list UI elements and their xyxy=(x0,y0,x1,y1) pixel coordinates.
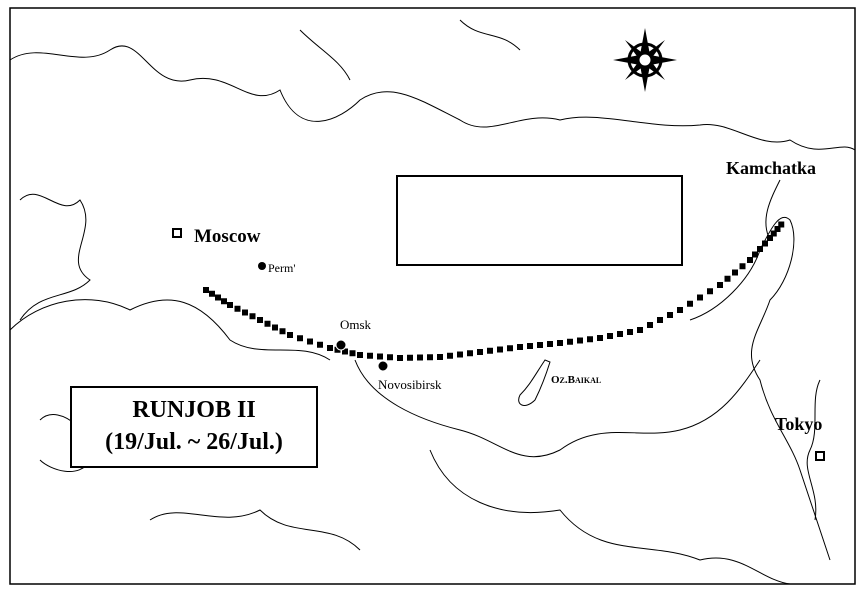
trajectory-point xyxy=(242,309,248,316)
title-box: RUNJOB II (19/Jul. ~ 26/Jul.) xyxy=(70,386,318,468)
label-baikal: Oz.Baikal xyxy=(551,374,602,386)
map-frame xyxy=(9,7,856,585)
trajectory-point xyxy=(677,307,683,313)
trajectory-point xyxy=(517,344,523,350)
trajectory-point xyxy=(221,298,227,305)
trajectory-point xyxy=(203,287,209,293)
trajectory-point xyxy=(527,343,533,349)
trajectory-point xyxy=(637,327,643,333)
trajectory-point xyxy=(597,335,603,341)
trajectory-point xyxy=(264,320,271,327)
trajectory-point xyxy=(537,342,543,348)
trajectory-point xyxy=(587,336,593,343)
trajectory-point xyxy=(762,240,768,247)
trajectory-point xyxy=(447,352,453,359)
trajectory-point xyxy=(215,294,221,301)
trajectory-point xyxy=(342,348,348,355)
trajectory-point xyxy=(257,317,263,323)
trajectory-point xyxy=(317,341,323,348)
trajectory-point xyxy=(357,352,363,358)
city-marker-icon xyxy=(335,339,347,351)
coastlines xyxy=(9,19,856,585)
trajectory-point xyxy=(467,350,473,357)
label-tokyo: Tokyo xyxy=(775,414,823,434)
trajectory-point xyxy=(234,305,241,312)
city-marker-icon xyxy=(258,262,266,270)
trajectory-point xyxy=(667,312,673,318)
label-omsk: Omsk xyxy=(340,317,372,332)
trajectory-point xyxy=(577,337,583,344)
trajectory-point xyxy=(279,328,286,335)
title-line-2: (19/Jul. ~ 26/Jul.) xyxy=(105,429,283,455)
trajectory-point xyxy=(377,353,383,360)
trajectory-point xyxy=(732,269,738,276)
trajectory-point xyxy=(724,275,731,282)
trajectory-point xyxy=(367,352,373,359)
trajectory-point xyxy=(774,226,781,232)
trajectory-point xyxy=(209,290,215,297)
trajectory-point xyxy=(249,313,256,320)
trajectory-point xyxy=(437,354,443,360)
trajectory-point xyxy=(607,333,613,339)
trajectory-point xyxy=(770,230,777,237)
title-line-1: RUNJOB II xyxy=(132,397,256,423)
trajectory-point xyxy=(507,345,513,352)
trajectory-point xyxy=(287,332,293,338)
trajectory-point xyxy=(397,355,403,361)
trajectory-point xyxy=(349,350,356,357)
trajectory-point xyxy=(657,317,663,323)
trajectory-point xyxy=(297,335,303,342)
label-perm: Perm' xyxy=(268,261,296,275)
compass-rose-icon xyxy=(613,28,677,92)
label-kamchatka: Kamchatka xyxy=(726,158,816,178)
trajectory-point xyxy=(227,302,233,308)
trajectory-point xyxy=(697,294,703,301)
trajectory-point xyxy=(272,324,278,331)
blank-inset-box xyxy=(396,175,683,266)
trajectory-point xyxy=(547,341,553,347)
trajectory-point xyxy=(427,354,433,361)
trajectory-point xyxy=(567,338,573,345)
label-moscow: Moscow xyxy=(194,226,261,247)
trajectory-point xyxy=(477,349,483,355)
trajectory-point xyxy=(487,347,493,354)
trajectory-point xyxy=(757,246,763,252)
trajectory-point xyxy=(417,354,423,361)
trajectory-point xyxy=(627,329,633,335)
trajectory-point xyxy=(307,338,313,345)
trajectory-point xyxy=(717,282,723,288)
trajectory-point xyxy=(407,354,413,361)
trajectory-point xyxy=(687,300,693,307)
trajectory-point xyxy=(327,345,333,351)
trajectory-point xyxy=(647,322,653,328)
trajectory-point xyxy=(747,257,753,263)
trajectory-point xyxy=(752,251,758,258)
trajectory-point xyxy=(739,263,746,270)
city-marker-icon xyxy=(377,360,389,372)
trajectory-point xyxy=(387,354,393,361)
trajectory-point xyxy=(557,340,563,346)
trajectory-point xyxy=(334,346,341,353)
trajectory-point xyxy=(707,288,713,295)
city-marker-icon xyxy=(815,451,825,461)
label-novosibirsk: Novosibirsk xyxy=(378,377,442,392)
trajectory-point xyxy=(457,351,463,358)
trajectory-point xyxy=(617,331,623,337)
capital-marker-icon xyxy=(172,228,182,238)
flight-trajectory xyxy=(203,221,785,361)
trajectory-point xyxy=(767,235,773,241)
trajectory-point xyxy=(497,346,503,353)
trajectory-point xyxy=(778,221,785,228)
